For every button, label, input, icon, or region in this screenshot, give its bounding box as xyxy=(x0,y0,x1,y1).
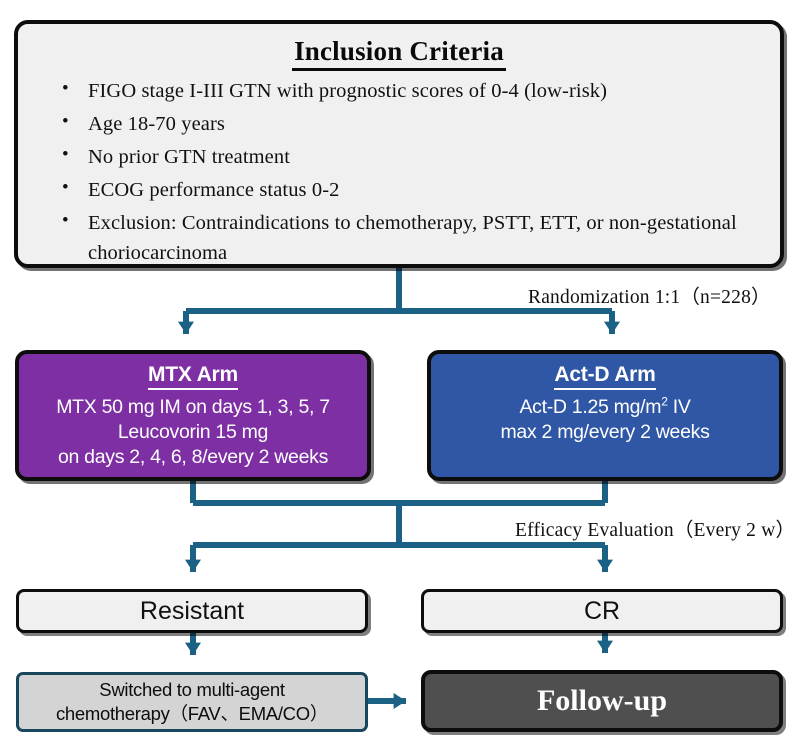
switched-chemotherapy-line-2: chemotherapy（FAV、EMA/CO） xyxy=(55,703,329,724)
criteria-item: • ECOG performance status 0-2 xyxy=(62,176,762,205)
actd-dose-post: IV xyxy=(667,396,691,418)
actd-arm-line-1: Act-D 1.25 mg/m2 IV xyxy=(431,395,779,420)
mtx-arm-line-3: on days 2, 4, 6, 8/every 2 weeks xyxy=(57,445,329,468)
resistant-outcome-box: Resistant xyxy=(16,589,368,633)
criteria-item: • Exclusion: Contraindications to chemot… xyxy=(62,209,762,267)
mtx-arm-box: MTX Arm MTX 50 mg IM on days 1, 3, 5, 7 … xyxy=(15,350,371,481)
criteria-item-text: Age 18-70 years xyxy=(88,113,225,136)
criteria-item-text: FIGO stage I-III GTN with prognostic sco… xyxy=(88,80,608,102)
randomization-label: Randomization 1:1（n=228） xyxy=(528,287,771,308)
actd-arm-line-2: max 2 mg/every 2 weeks xyxy=(500,420,710,443)
criteria-item: • Age 18-70 years xyxy=(62,110,762,139)
bullet-icon: • xyxy=(62,144,69,166)
mtx-arm-title-wrap: MTX Arm xyxy=(19,363,367,395)
actd-arm-box: Act-D Arm Act-D 1.25 mg/m2 IV max 2 mg/e… xyxy=(427,350,783,481)
inclusion-criteria-box: Inclusion Criteria • FIGO stage I-III GT… xyxy=(14,20,784,268)
criteria-item-text: Exclusion: Contraindications to chemothe… xyxy=(88,212,737,264)
bullet-icon: • xyxy=(62,78,69,99)
switched-chemotherapy-line-1: Switched to multi-agent xyxy=(99,678,285,700)
bullet-icon: • xyxy=(62,177,69,199)
actd-arm-title-wrap: Act-D Arm xyxy=(431,363,779,395)
switched-chemotherapy-box: Switched to multi-agent chemotherapy（FAV… xyxy=(16,672,368,732)
cr-outcome-box: CR xyxy=(421,589,783,633)
inclusion-criteria-list: • FIGO stage I-III GTN with prognostic s… xyxy=(36,77,762,268)
criteria-item-text: ECOG performance status 0-2 xyxy=(88,179,340,202)
criteria-item: • No prior GTN treatment xyxy=(62,143,762,172)
bullet-icon: • xyxy=(62,111,69,133)
actd-arm-title: Act-D Arm xyxy=(554,363,656,390)
followup-box: Follow-up xyxy=(421,670,783,732)
mtx-arm-line-2: Leucovorin 15 mg xyxy=(117,420,269,443)
efficacy-evaluation-label: Efficacy Evaluation（Every 2 w） xyxy=(515,520,796,541)
actd-dose-superscript: 2 xyxy=(661,394,668,409)
inclusion-criteria-title-text: Inclusion Criteria xyxy=(292,36,506,71)
inclusion-criteria-title: Inclusion Criteria xyxy=(36,36,762,71)
criteria-item-text: No prior GTN treatment xyxy=(88,146,291,169)
criteria-item: • FIGO stage I-III GTN with prognostic s… xyxy=(62,77,762,106)
mtx-arm-line-1: MTX 50 mg IM on days 1, 3, 5, 7 xyxy=(56,396,330,418)
bullet-icon: • xyxy=(62,210,69,232)
actd-dose-pre: Act-D 1.25 mg/m xyxy=(519,396,662,418)
mtx-arm-title: MTX Arm xyxy=(148,363,238,390)
